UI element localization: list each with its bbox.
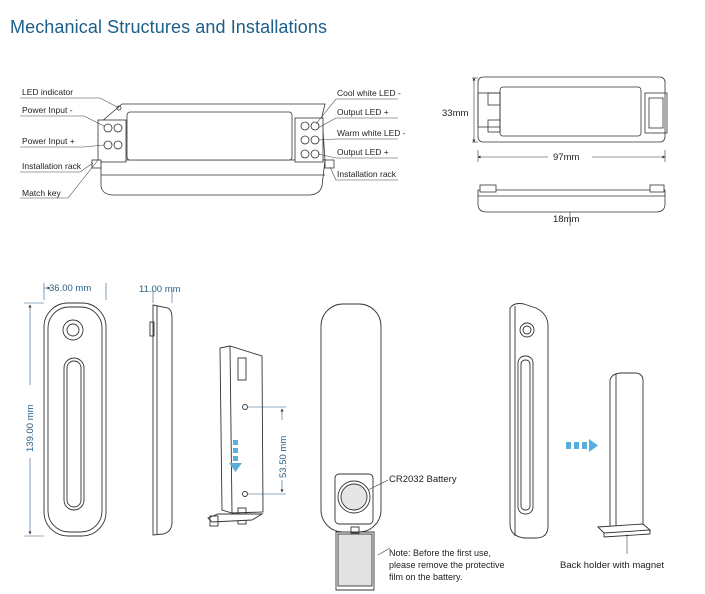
battery-note: Note: Before the first use, please remov… xyxy=(389,548,505,582)
controller-right-leaders xyxy=(315,98,398,181)
remote-thickness-label: 11.00 mm xyxy=(139,284,181,295)
hole-spacing-label: 53.50 mm xyxy=(278,436,289,478)
note-line-2: please remove the protective xyxy=(389,560,505,570)
remote-width-label: 36.00 mm xyxy=(49,283,91,294)
dimension-width-line xyxy=(477,150,666,162)
label-cool-white-led-minus: Cool white LED - xyxy=(337,88,401,98)
label-installation-rack-left: Installation rack xyxy=(22,161,82,171)
remote-length-label: 139.00 mm xyxy=(25,404,36,452)
label-led-indicator: LED indicator xyxy=(22,87,73,97)
label-output-led-plus-2: Output LED + xyxy=(337,147,389,157)
hole-spacing-dimension xyxy=(248,406,286,495)
label-output-led-plus-1: Output LED + xyxy=(337,107,389,117)
back-plate-arrow xyxy=(229,440,242,472)
label-power-input-minus: Power Input - xyxy=(22,105,73,115)
remote-side-view xyxy=(149,304,173,536)
dimension-width-label: 97mm xyxy=(553,152,579,163)
label-warm-white-led-minus: Warm white LED - xyxy=(337,128,406,138)
controller-left-labels: LED indicator Power Input - Power Input … xyxy=(22,87,82,198)
holder-label: Back holder with magnet xyxy=(560,560,664,571)
dimension-depth-label: 18mm xyxy=(553,214,579,225)
remote-back-plate-view xyxy=(207,345,264,527)
note-line-3: film on the battery. xyxy=(389,572,462,582)
remote-length-dimension xyxy=(24,302,44,537)
remote-thickness-dimension xyxy=(152,290,173,303)
remote-front-view xyxy=(43,302,107,537)
controller-right-labels: Cool white LED - Output LED + Warm white… xyxy=(337,88,406,179)
label-power-input-plus: Power Input + xyxy=(22,136,75,146)
controller-top-view xyxy=(477,76,668,143)
battery-label: CR2032 Battery xyxy=(389,474,457,485)
note-line-1: Note: Before the first use, xyxy=(389,548,491,558)
remote-back-view xyxy=(320,303,382,591)
note-leader xyxy=(377,547,391,556)
label-match-key: Match key xyxy=(22,188,61,198)
battery-leader xyxy=(367,479,389,491)
label-installation-rack-right: Installation rack xyxy=(337,169,397,179)
controller-left-leaders xyxy=(20,97,120,199)
controller-side-view xyxy=(477,184,666,213)
remote-perspective-view xyxy=(509,303,549,539)
dimension-height-label: 33mm xyxy=(442,108,468,119)
move-arrow xyxy=(566,439,598,452)
dimension-height-line xyxy=(472,77,478,143)
page-title: Mechanical Structures and Installations xyxy=(10,17,328,37)
remote-width-dimension xyxy=(43,283,107,300)
back-holder xyxy=(596,372,652,538)
controller-perspective-view xyxy=(91,103,335,196)
